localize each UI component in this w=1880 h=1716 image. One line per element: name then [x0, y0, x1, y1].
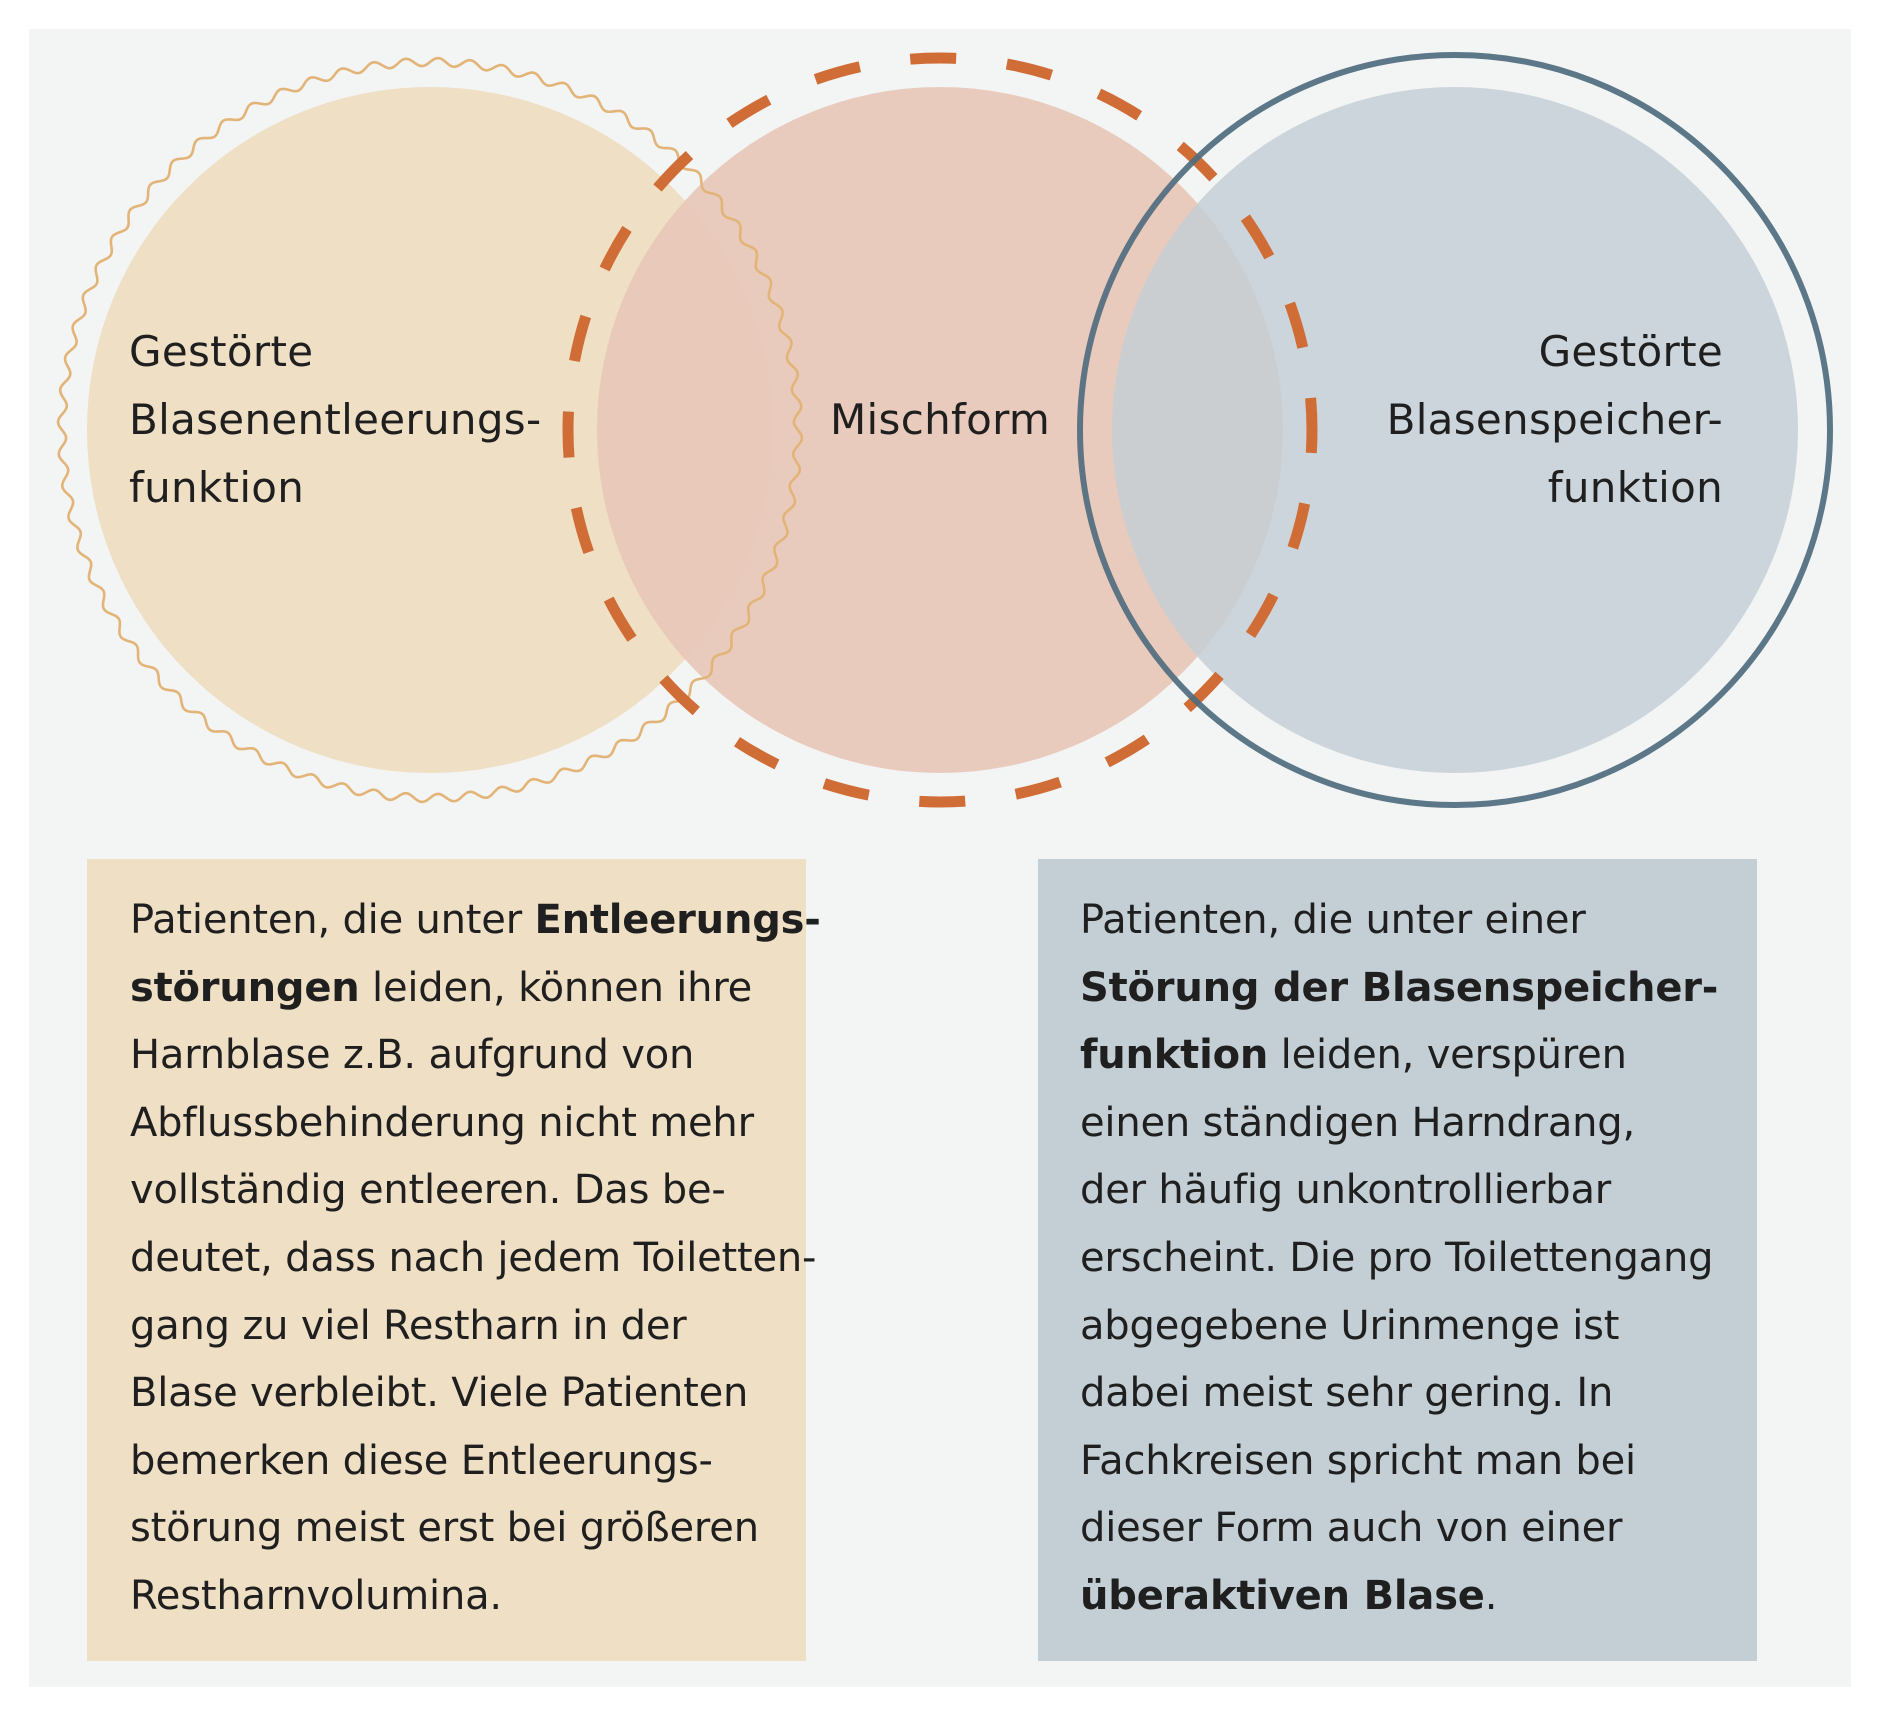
left-circle-fill [87, 87, 773, 773]
text-line: Restharnvolumina. [130, 1563, 806, 1631]
text-line: Harnblase z.B. aufgrund von [130, 1022, 806, 1090]
emphasized-text: überaktiven Blase [1080, 1572, 1485, 1619]
body-text: Patienten, die unter einer [1080, 897, 1586, 943]
left-circle-wavy-outline [56, 56, 804, 804]
right-circle-label-line: Gestörte [1538, 327, 1723, 376]
text-line: überaktiven Blase. [1080, 1563, 1757, 1631]
text-line: abgegebene Urinmenge ist [1080, 1293, 1757, 1361]
text-line: dabei meist sehr gering. In [1080, 1360, 1757, 1428]
text-line: gang zu viel Restharn in der [130, 1293, 806, 1361]
body-text: Blase verbleibt. Viele Patienten [130, 1370, 749, 1417]
text-line: Störung der Blasenspeicher- [1080, 955, 1757, 1023]
text-line: funktion leiden, verspüren [1080, 1022, 1757, 1090]
text-line: Blase verbleibt. Viele Patienten [130, 1360, 806, 1428]
emphasized-text: störungen [130, 964, 360, 1011]
body-text: erscheint. Die pro Toilettengang [1080, 1234, 1714, 1281]
body-text: Restharnvolumina. [130, 1572, 502, 1619]
body-text: abgegebene Urinmenge ist [1080, 1302, 1620, 1349]
body-text: dabei meist sehr gering. In [1080, 1370, 1614, 1417]
body-text: Fachkreisen spricht man bei [1080, 1437, 1636, 1484]
text-line: einen ständigen Harndrang, [1080, 1090, 1757, 1158]
text-line: Fachkreisen spricht man bei [1080, 1428, 1757, 1496]
left-circle-label: Gestörte Blasenentleerungs- funktion [129, 318, 541, 522]
text-line: der häufig unkontrollierbar [1080, 1157, 1757, 1225]
body-text: gang zu viel Restharn in der [130, 1302, 687, 1349]
text-line: deutet, dass nach jedem Toiletten- [130, 1225, 816, 1293]
body-text: der häufig unkontrollierbar [1080, 1167, 1612, 1214]
emphasized-text: Störung der Blasenspeicher- [1080, 964, 1719, 1011]
body-text: bemerken diese Entleerungs- [130, 1437, 713, 1484]
text-line: Abflussbehinderung nicht mehr [130, 1090, 806, 1158]
left-circle-label-line: Blasenentleerungs- [129, 395, 542, 444]
emphasized-text: funktion [1080, 1032, 1269, 1079]
body-text: deutet, dass nach jedem Toiletten- [130, 1234, 817, 1281]
text-line: Patienten, die unter einer [1080, 887, 1757, 955]
left-circle-label-line: funktion [129, 463, 305, 512]
text-line: erscheint. Die pro Toilettengang [1080, 1225, 1757, 1293]
body-text: Harnblase z.B. aufgrund von [130, 1032, 695, 1079]
middle-circle-fill [597, 87, 1283, 773]
body-text: . [1484, 1572, 1498, 1619]
text-line: Patienten, die unter Entleerungs- [130, 887, 821, 955]
text-line: störung meist erst bei größeren [130, 1495, 806, 1563]
body-text: vollständig entleeren. Das be- [130, 1167, 726, 1214]
text-line: dieser Form auch von einer [1080, 1495, 1757, 1563]
venn-circles [56, 52, 1833, 808]
body-text: einen ständigen Harndrang, [1080, 1099, 1635, 1146]
body-text: leiden, können ihre [359, 964, 753, 1011]
left-circle-label-line: Gestörte [129, 327, 314, 376]
body-text: störung meist erst bei größeren [130, 1505, 759, 1552]
body-text: Abflussbehinderung nicht mehr [130, 1099, 754, 1146]
venn-diagram [56, 52, 1833, 808]
middle-circle-label: Mischform [830, 395, 1051, 444]
body-text: Patienten, die unter [130, 897, 535, 943]
right-circle-label-line: Blasenspeicher- [1386, 395, 1723, 444]
emptying-disorder-textbox: Patienten, die unter Entleerungs-störung… [87, 859, 821, 1661]
right-circle-fill [1112, 87, 1798, 773]
body-text: leiden, verspüren [1268, 1032, 1627, 1079]
right-circle-solid-outline [1077, 52, 1833, 808]
middle-circle-dashed-outline [562, 52, 1318, 808]
text-line: vollständig entleeren. Das be- [130, 1157, 806, 1225]
text-line: bemerken diese Entleerungs- [130, 1428, 806, 1496]
body-text: dieser Form auch von einer [1080, 1505, 1623, 1552]
emphasized-text: Entleerungs- [534, 897, 821, 943]
text-line: störungen leiden, können ihre [130, 955, 806, 1023]
right-circle-label-line: funktion [1547, 463, 1723, 512]
right-circle-label: Gestörte Blasenspeicher- funktion [1387, 318, 1723, 522]
